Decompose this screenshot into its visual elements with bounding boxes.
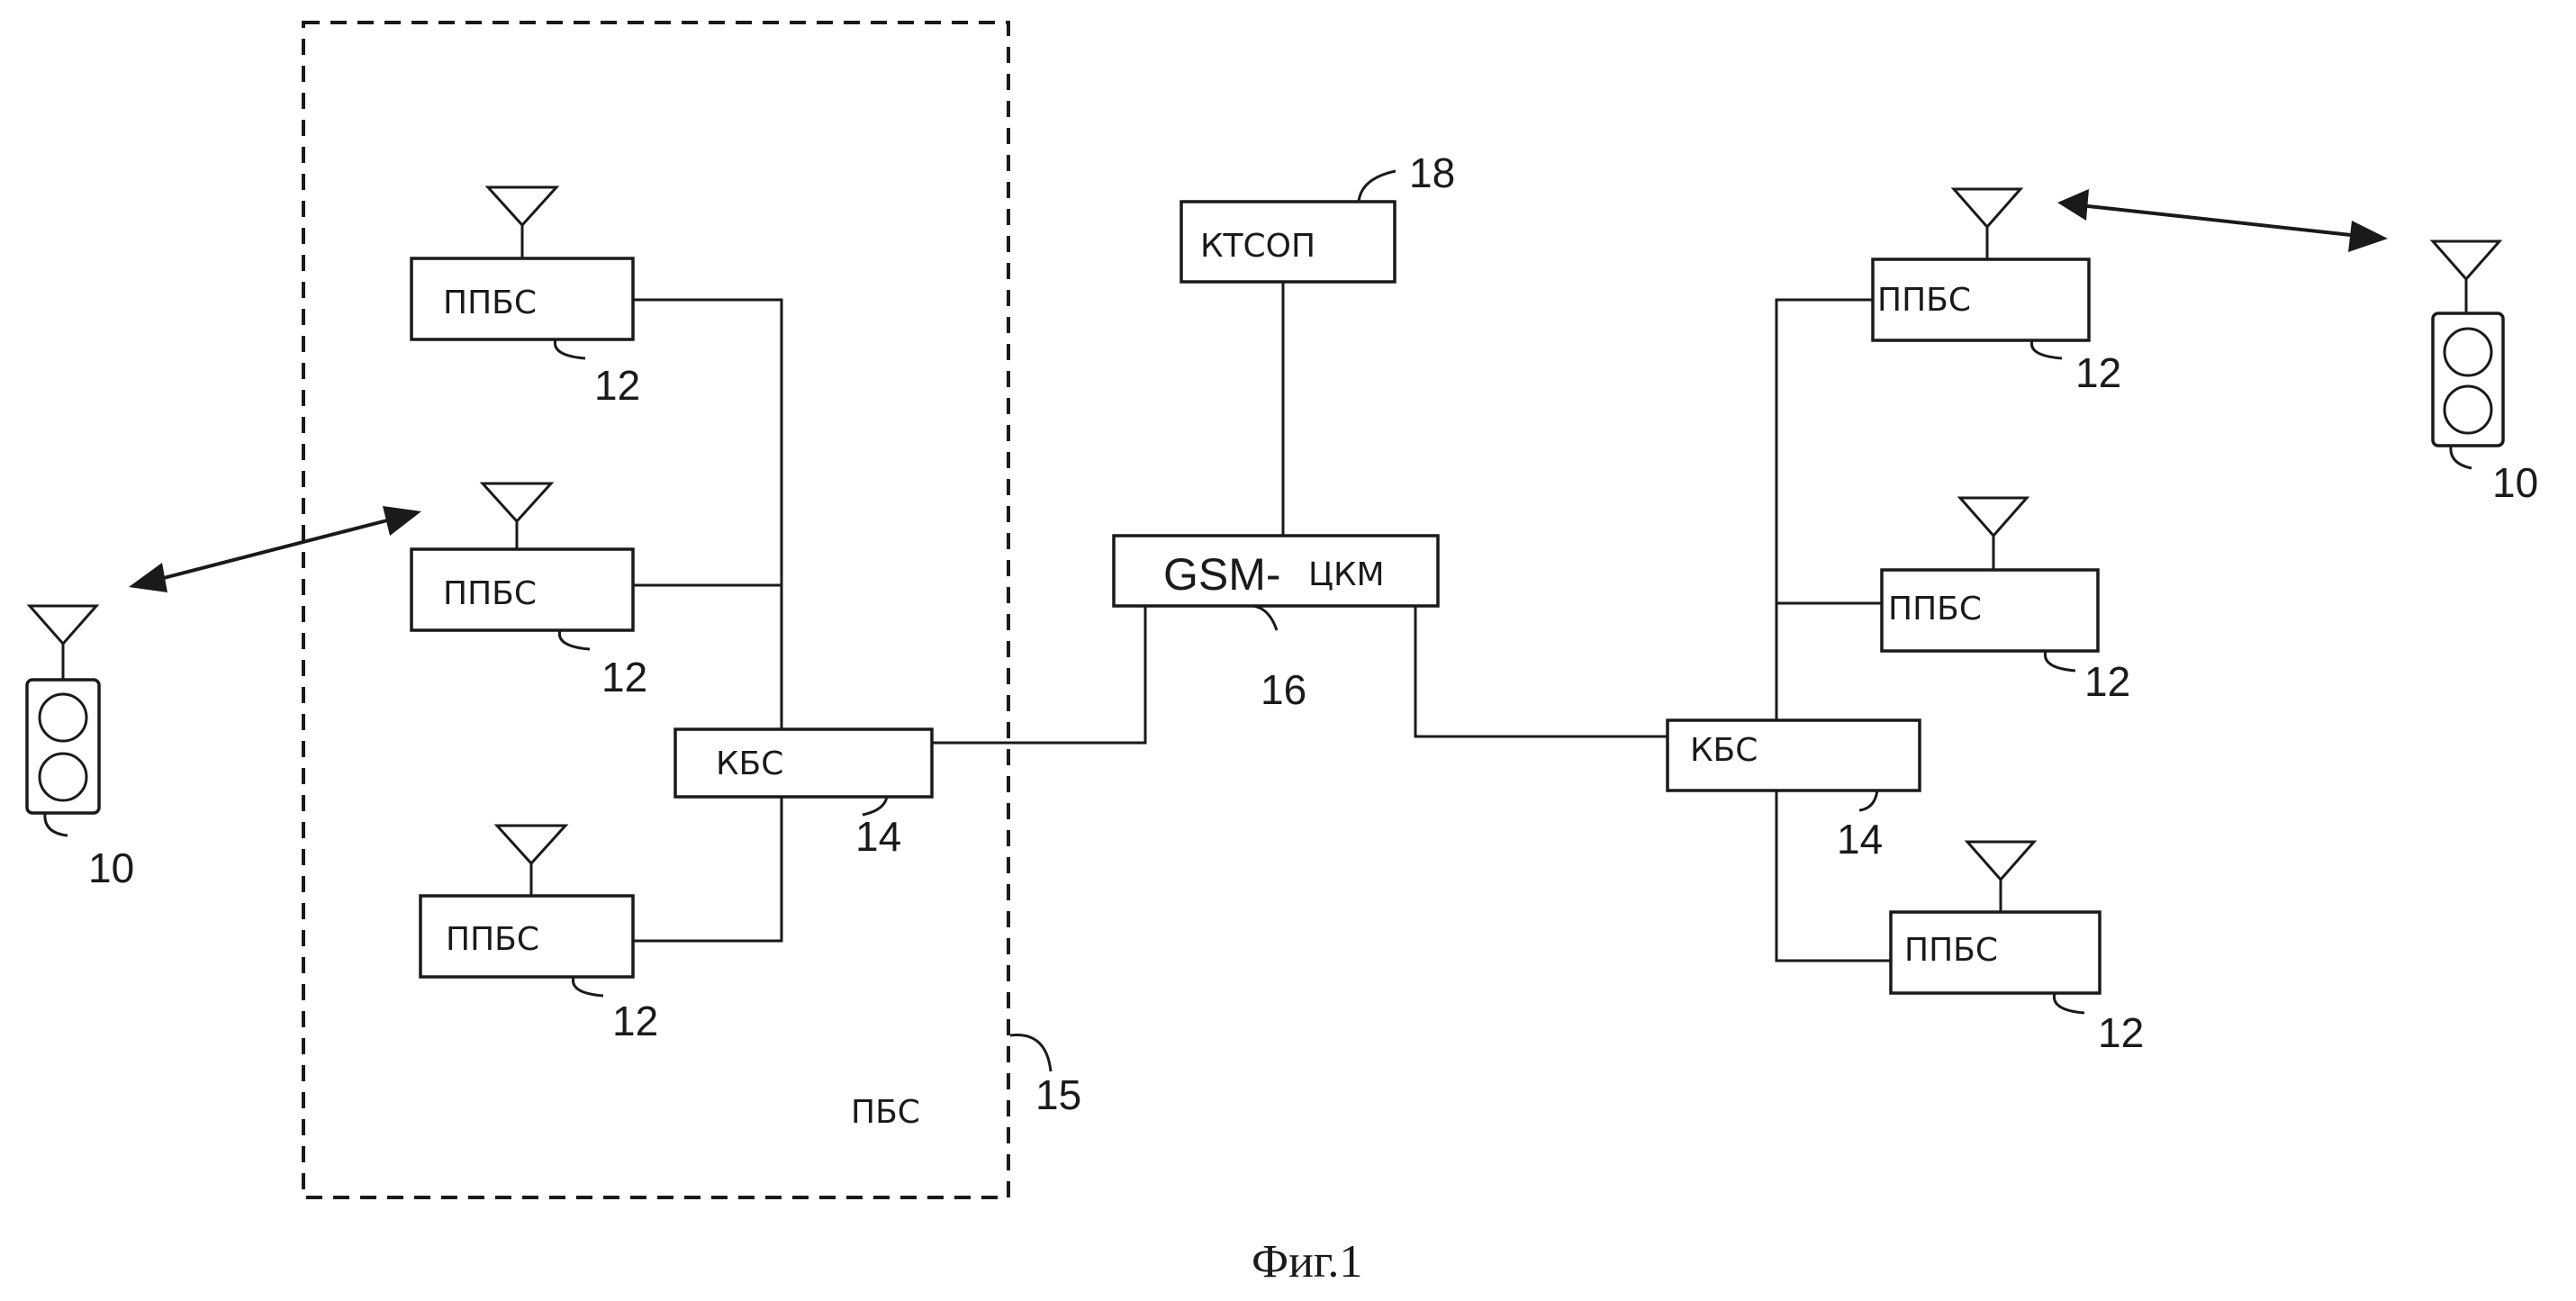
arrowhead-icon — [2348, 221, 2388, 252]
antenna-icon — [483, 483, 551, 521]
figure-caption: Фиг.1 — [1252, 1236, 1362, 1287]
ref-number: 12 — [594, 362, 640, 409]
ref-leader — [573, 977, 603, 996]
bts-label: ППБС — [443, 285, 537, 321]
ref-leader — [2451, 446, 2472, 468]
ref-number: 18 — [1409, 149, 1455, 196]
bts-label: ППБС — [446, 921, 539, 958]
ref-leader — [2045, 651, 2075, 671]
bts-right-1: ППБС 12 — [1873, 189, 2121, 396]
antenna-icon — [1954, 189, 2020, 227]
antenna-icon — [488, 187, 556, 225]
ref-number: 12 — [2084, 658, 2130, 705]
bts-right-3: ППБС 12 — [1891, 842, 2144, 1056]
ref-number: 16 — [1261, 666, 1306, 713]
bts-left-1: ППБС 12 — [411, 187, 640, 409]
pbs-ref-number: 15 — [1035, 1071, 1081, 1118]
bts-left-2: ППБС 12 — [411, 483, 647, 700]
ref-number: 14 — [855, 813, 901, 860]
ref-leader — [2054, 993, 2084, 1013]
radio-link-right — [2057, 189, 2388, 252]
antenna-icon — [1967, 842, 2034, 880]
ref-number: 10 — [2492, 459, 2538, 506]
arrowhead-icon — [129, 563, 167, 592]
bts-label: ППБС — [1904, 932, 1998, 969]
ref-leader — [1859, 791, 1877, 810]
bsc-label: КБС — [716, 745, 783, 782]
pbs-label: ПБС — [851, 1094, 920, 1131]
bts-left-3: ППБС 12 — [420, 826, 658, 1044]
ref-leader — [863, 797, 887, 815]
antenna-icon — [497, 826, 565, 863]
pstn-label: КТСОП — [1200, 228, 1315, 265]
bsc-label: КБС — [1690, 732, 1758, 769]
ref-leader — [1010, 1035, 1051, 1072]
arrowhead-icon — [2057, 189, 2089, 221]
ref-number: 12 — [601, 654, 647, 700]
ref-leader — [1253, 606, 1277, 630]
mobile-left: 10 — [27, 606, 134, 891]
bsc-left: КБС 14 — [675, 729, 932, 860]
ref-leader — [2031, 340, 2062, 358]
ref-number: 12 — [2075, 349, 2121, 396]
ref-leader — [555, 339, 585, 358]
mobile-body — [2433, 313, 2503, 446]
bts-label: ППБС — [1877, 282, 1971, 319]
bts-right-2: ППБС 12 — [1882, 498, 2130, 705]
ref-leader — [1359, 171, 1396, 202]
pstn-exchange: КТСОП 18 — [1181, 149, 1455, 282]
radio-link-left — [129, 506, 421, 592]
ref-number: 10 — [88, 845, 134, 891]
antenna-icon — [2433, 241, 2499, 279]
core-wiring — [1283, 282, 1668, 736]
ref-number: 12 — [612, 998, 658, 1044]
bsc-right: КБС 14 — [1668, 720, 1920, 863]
bts-label: ППБС — [1888, 591, 1982, 628]
ref-number: 14 — [1837, 816, 1883, 863]
bts-label: ППБС — [443, 575, 537, 612]
bsc-box — [675, 729, 932, 797]
mobile-body — [27, 680, 99, 813]
ref-number: 12 — [2098, 1009, 2144, 1056]
arrowhead-icon — [383, 506, 421, 536]
msc-label-gsm: GSM- — [1163, 549, 1281, 600]
antenna-icon — [1960, 498, 2027, 536]
ref-leader — [559, 630, 590, 649]
ref-leader — [45, 813, 68, 836]
gsm-msc: GSM- ЦКМ 16 — [1114, 536, 1438, 713]
msc-label-tskm: ЦКМ — [1308, 556, 1385, 593]
antenna-icon — [30, 606, 96, 644]
mobile-right: 10 — [2433, 241, 2538, 506]
